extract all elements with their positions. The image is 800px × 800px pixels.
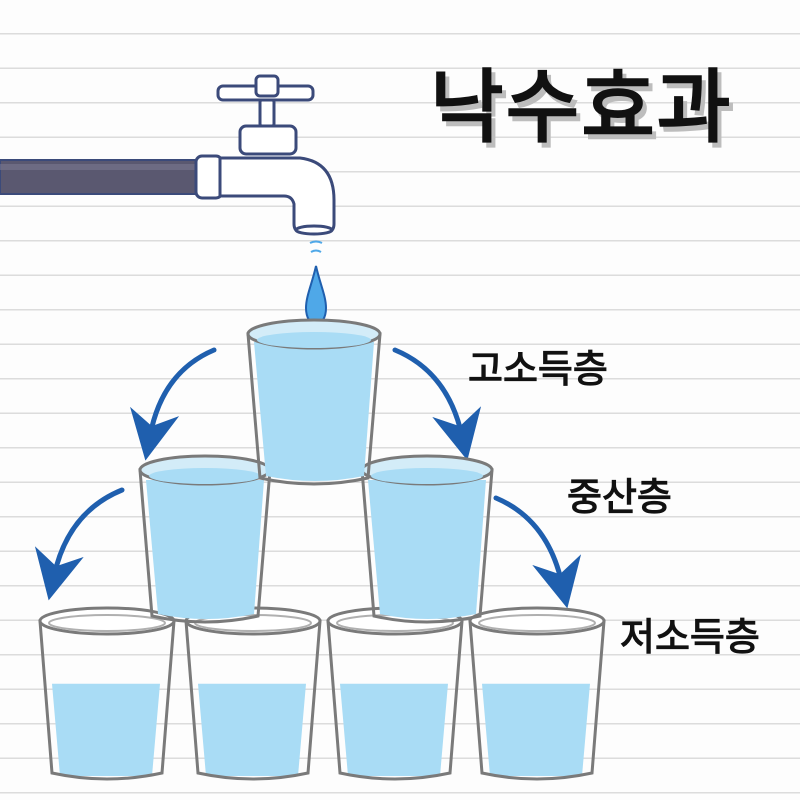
page-title: 낙수효과 xyxy=(430,61,733,154)
curved-arrow-icon xyxy=(392,347,482,461)
curved-arrow-icon xyxy=(34,487,125,601)
faucet-icon xyxy=(194,74,336,236)
flow-arrows xyxy=(34,347,582,609)
tier-label-low: 저소득층 xyxy=(620,615,760,659)
cup-icon xyxy=(246,318,382,486)
cup-row-low xyxy=(38,606,606,781)
cup-icon xyxy=(468,606,606,781)
cup-icon xyxy=(326,606,464,781)
water-drop-icon xyxy=(304,240,328,327)
tier-label-middle: 중산층 xyxy=(567,475,672,519)
tier-label-high: 고소득층 xyxy=(468,347,608,391)
cup-icon xyxy=(360,454,494,624)
cup-row-high xyxy=(246,318,382,486)
cup-row-middle xyxy=(138,454,494,624)
curved-arrow-icon xyxy=(130,347,217,461)
cup-icon xyxy=(184,606,322,781)
cup-icon xyxy=(138,454,272,624)
pipe xyxy=(0,159,201,195)
cup-icon xyxy=(38,606,176,781)
curved-arrow-icon xyxy=(493,495,582,609)
